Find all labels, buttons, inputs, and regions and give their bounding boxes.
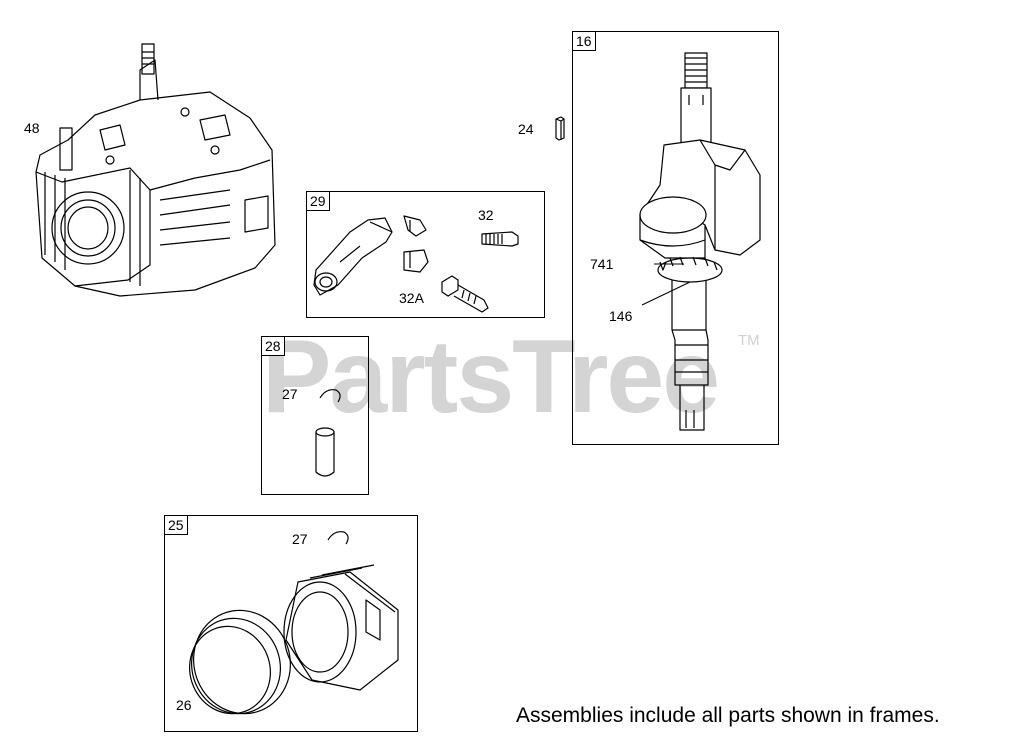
frame-28-piston-pin: 28	[261, 336, 369, 495]
callout-32: 32	[478, 207, 494, 223]
callout-741: 741	[590, 256, 614, 272]
callout-27-piston-frame: 27	[292, 531, 308, 547]
key-drawing	[555, 116, 565, 141]
frame-29-connecting-rod: 29	[306, 191, 545, 318]
frame-16-crankshaft: 16	[572, 31, 779, 445]
frame-label-29: 29	[306, 191, 330, 211]
frame-label-25: 25	[164, 515, 188, 535]
piston-pin-drawing	[315, 427, 335, 477]
callout-48: 48	[24, 120, 40, 136]
trademark-mark: TM	[738, 332, 760, 349]
callout-24: 24	[518, 121, 534, 137]
frame-label-28: 28	[261, 336, 285, 356]
watermark-text: PartsTree	[262, 319, 720, 435]
assemblies-note: Assemblies include all parts shown in fr…	[516, 704, 940, 727]
piston-rings-drawing	[189, 609, 291, 715]
piston-drawing	[283, 564, 399, 691]
retaining-ring-drawing-2	[327, 531, 349, 545]
cylinder-block-drawing	[35, 43, 276, 297]
frame-label-16: 16	[572, 31, 596, 51]
connecting-rod-drawing	[313, 215, 519, 313]
frame-25-piston: 25	[164, 515, 418, 732]
callout-26: 26	[176, 697, 192, 713]
callout-27-pin-frame: 27	[282, 386, 298, 402]
retaining-ring-drawing	[319, 389, 341, 403]
crankshaft-drawing	[639, 52, 761, 431]
callout-146: 146	[609, 308, 633, 324]
callout-32a: 32A	[399, 290, 424, 306]
